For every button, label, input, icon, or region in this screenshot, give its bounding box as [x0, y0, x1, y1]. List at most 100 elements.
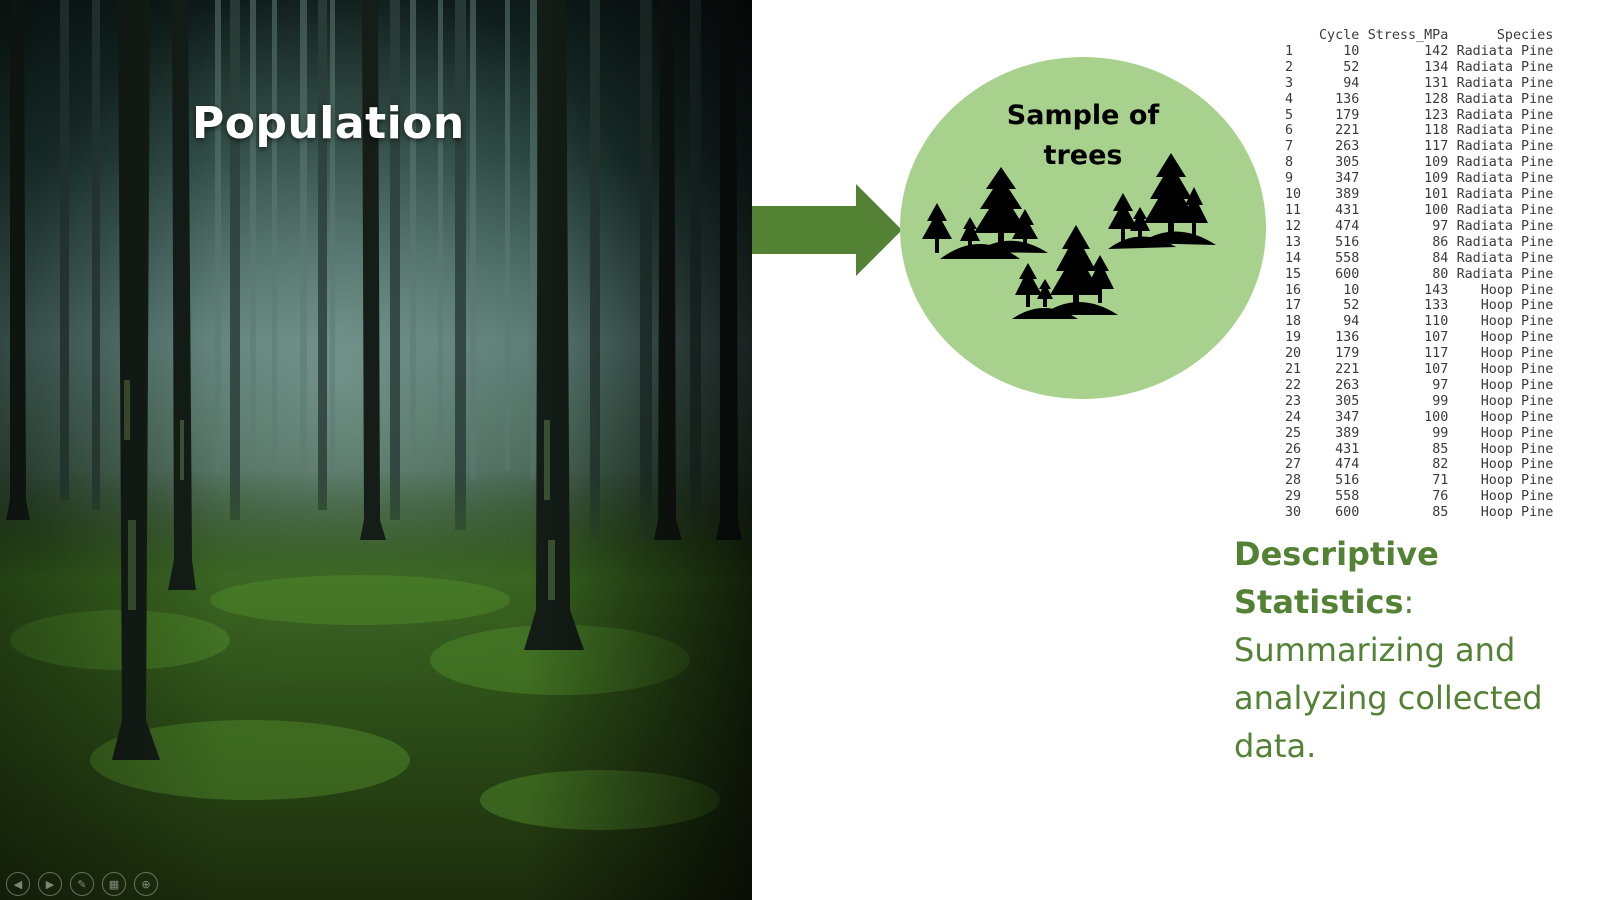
- table-cell-cycle: 305: [1335, 393, 1360, 409]
- table-cell-index: 5: [1285, 107, 1294, 123]
- table-cell-index: 21: [1285, 362, 1302, 378]
- table-cell-cycle: 600: [1335, 505, 1360, 521]
- table-cell-index: 27: [1285, 457, 1302, 473]
- table-cell-index: 6: [1285, 123, 1294, 139]
- table-cell-cycle: 389: [1335, 187, 1360, 203]
- table-cell-species: Radiata Pine: [1456, 155, 1554, 171]
- table-cell-index: 16: [1285, 282, 1302, 298]
- table-cell-cycle: 94: [1343, 314, 1360, 330]
- table-cell-stress: 99: [1432, 393, 1449, 409]
- table-cell-index: 22: [1285, 377, 1302, 393]
- table-cell-cycle: 558: [1335, 489, 1360, 505]
- description-line3: data.: [1234, 727, 1317, 765]
- table-row: 12 474 97 Radiata Pine: [1285, 219, 1553, 235]
- table-cell-stress: 84: [1432, 250, 1449, 266]
- table-cell-stress: 80: [1432, 266, 1449, 282]
- table-cell-species: Radiata Pine: [1456, 75, 1554, 91]
- table-cell-index: 23: [1285, 393, 1302, 409]
- table-cell-cycle: 600: [1335, 266, 1360, 282]
- table-cell-stress: 97: [1432, 218, 1449, 234]
- zoom-icon[interactable]: ⊕: [134, 872, 158, 896]
- description-line0: Descriptive Statistics:: [1234, 530, 1594, 626]
- table-cell-index: 24: [1285, 409, 1302, 425]
- table-cell-stress: 76: [1432, 489, 1449, 505]
- pen-icon[interactable]: ✎: [70, 872, 94, 896]
- table-cell-index: 7: [1285, 139, 1294, 155]
- table-cell-index: 29: [1285, 489, 1302, 505]
- table-cell-species: Radiata Pine: [1456, 187, 1554, 203]
- table-row: 29 558 76 Hoop Pine: [1285, 489, 1553, 505]
- table-cell-cycle: 136: [1335, 91, 1360, 107]
- table-cell-index: 19: [1285, 330, 1302, 346]
- description-colon: :: [1403, 583, 1415, 621]
- slides-grid-icon[interactable]: ▦: [102, 872, 126, 896]
- table-cell-index: 13: [1285, 234, 1302, 250]
- table-cell-species: Hoop Pine: [1480, 282, 1554, 298]
- table-cell-stress: 71: [1432, 473, 1449, 489]
- table-cell-cycle: 347: [1335, 171, 1360, 187]
- table-cell-stress: 100: [1424, 202, 1449, 218]
- table-cell-index: 10: [1285, 187, 1302, 203]
- table-cell-cycle: 221: [1335, 362, 1360, 378]
- table-cell-index: 4: [1285, 91, 1294, 107]
- table-cell-index: 28: [1285, 473, 1302, 489]
- table-cell-species: Radiata Pine: [1456, 218, 1554, 234]
- description: Descriptive Statistics: Summarizing and …: [1234, 530, 1594, 770]
- table-cell-species: Hoop Pine: [1480, 298, 1554, 314]
- table-cell-species: Hoop Pine: [1480, 346, 1554, 362]
- table-cell-stress: 107: [1424, 362, 1449, 378]
- sample-label-line2: trees: [1043, 140, 1123, 171]
- table-cell-stress: 100: [1424, 409, 1449, 425]
- table-cell-stress: 85: [1432, 441, 1449, 457]
- table-cell-species: Radiata Pine: [1456, 59, 1554, 75]
- table-cell-cycle: 474: [1335, 218, 1360, 234]
- table-cell-cycle: 263: [1335, 377, 1360, 393]
- table-cell-index: 15: [1285, 266, 1302, 282]
- table-cell-species: Hoop Pine: [1480, 441, 1554, 457]
- table-cell-stress: 109: [1424, 171, 1449, 187]
- table-cell-species: Hoop Pine: [1480, 473, 1554, 489]
- table-cell-species: Hoop Pine: [1480, 489, 1554, 505]
- table-cell-index: 20: [1285, 346, 1302, 362]
- table-cell-species: Radiata Pine: [1456, 43, 1554, 59]
- table-cell-species: Radiata Pine: [1456, 123, 1554, 139]
- table-cell-species: Radiata Pine: [1456, 250, 1554, 266]
- table-cell-stress: 128: [1424, 91, 1449, 107]
- sample-label: Sample of trees: [980, 96, 1186, 176]
- table-cell-cycle: 221: [1335, 123, 1360, 139]
- table-cell-cycle: 558: [1335, 250, 1360, 266]
- table-cell-cycle: 179: [1335, 107, 1360, 123]
- table-cell-index: 3: [1285, 75, 1294, 91]
- table-cell-cycle: 389: [1335, 425, 1360, 441]
- table-cell-cycle: 179: [1335, 346, 1360, 362]
- table-cell-cycle: 52: [1343, 59, 1360, 75]
- next-slide-icon[interactable]: ▶: [38, 872, 62, 896]
- prev-slide-icon[interactable]: ◀: [6, 872, 30, 896]
- table-cell-species: Hoop Pine: [1480, 330, 1554, 346]
- table-cell-index: 30: [1285, 505, 1302, 521]
- table-cell-cycle: 305: [1335, 155, 1360, 171]
- table-cell-species: Hoop Pine: [1480, 409, 1554, 425]
- table-cell-stress: 117: [1424, 139, 1449, 155]
- table-cell-index: 2: [1285, 59, 1294, 75]
- table-cell-index: 12: [1285, 218, 1302, 234]
- table-cell-stress: 97: [1432, 377, 1449, 393]
- table-cell-cycle: 136: [1335, 330, 1360, 346]
- table-cell-species: Hoop Pine: [1480, 505, 1554, 521]
